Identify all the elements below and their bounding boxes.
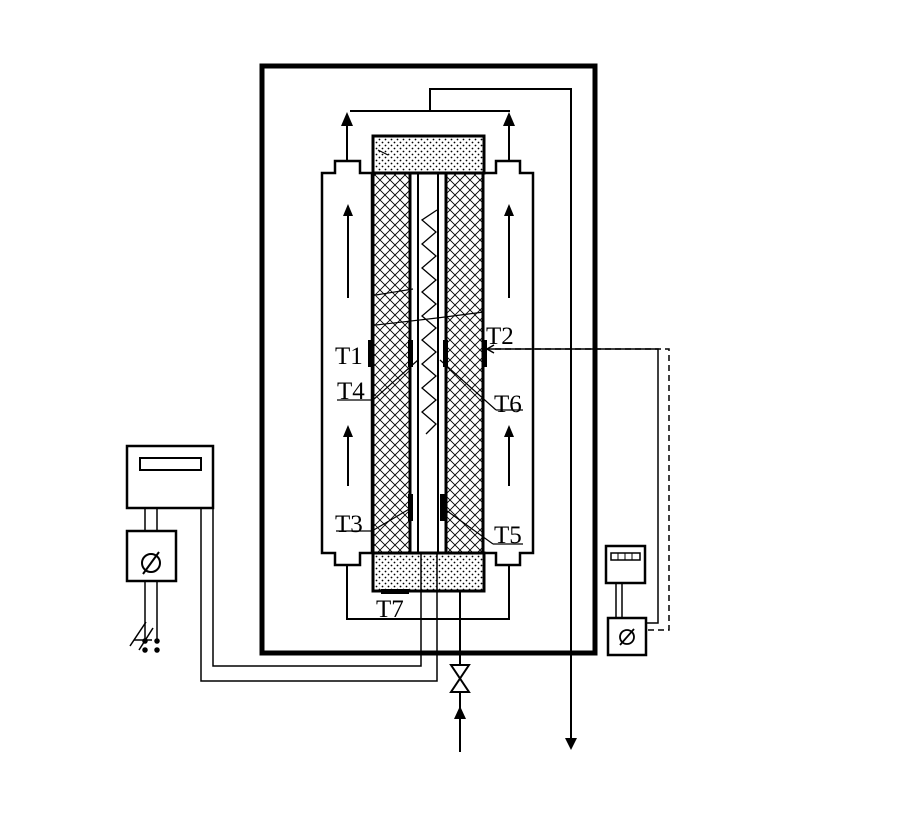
thermocouple-feedback-line bbox=[495, 348, 670, 631]
left-sample-wall bbox=[371, 171, 412, 555]
top-insulation-block bbox=[371, 134, 486, 175]
right-temperature-controller bbox=[604, 544, 647, 585]
label-t6: T6 bbox=[494, 391, 522, 418]
label-t1: T1 bbox=[335, 343, 363, 370]
guard-heater-lead bbox=[487, 348, 659, 624]
left-regulator bbox=[125, 529, 178, 583]
inlet-valve bbox=[449, 664, 471, 693]
top-loop-line bbox=[429, 88, 572, 740]
heater-lead-inner bbox=[212, 508, 422, 667]
right-channel bbox=[481, 159, 535, 567]
heater-element bbox=[420, 209, 438, 435]
right-sample-wall bbox=[444, 171, 485, 555]
left-power-controller bbox=[125, 444, 215, 510]
outer-enclosure bbox=[259, 63, 598, 656]
inlet-arrow bbox=[454, 706, 466, 719]
label-t2: T2 bbox=[486, 323, 514, 350]
label-t4: T4 bbox=[337, 378, 365, 405]
label-t5: T5 bbox=[494, 522, 522, 549]
label-t3: T3 bbox=[335, 511, 363, 538]
bottom-insulation-block bbox=[371, 551, 486, 593]
label-t7: T7 bbox=[376, 596, 404, 623]
bottom-header-line bbox=[346, 565, 510, 620]
outlet-arrow bbox=[565, 738, 577, 750]
left-controller-display bbox=[139, 457, 202, 471]
heater-lead-outer bbox=[200, 508, 438, 682]
power-plug-icon bbox=[129, 621, 160, 653]
